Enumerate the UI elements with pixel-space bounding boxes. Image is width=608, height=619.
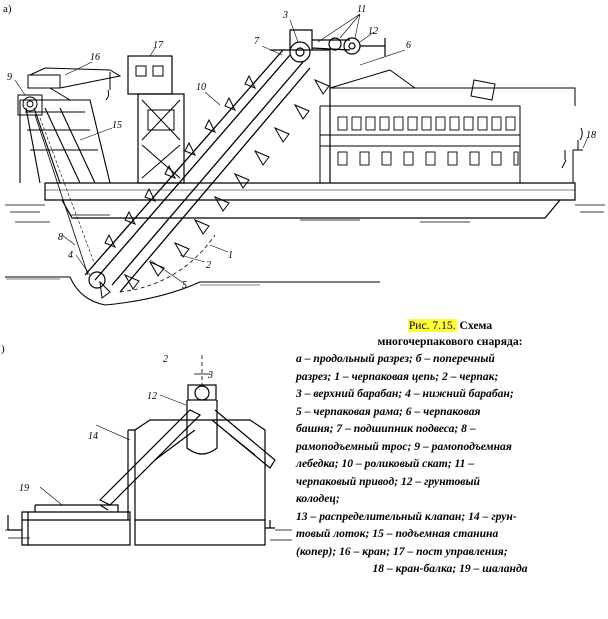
caption-line: башня; 7 – подшипник подвеса; 8 –: [296, 422, 476, 435]
soil-chute: [98, 409, 276, 511]
label-16: 16: [90, 52, 100, 63]
label-8: 8: [58, 232, 63, 243]
lifting-frame: [19, 99, 111, 184]
frame-winch: [17, 94, 43, 116]
caption-line: рамоподъемный трос; 9 – рамоподъемная: [296, 439, 512, 453]
label-15: 15: [112, 120, 122, 131]
caption-title: Рис. 7.15. Схема многочерпакового снаряд…: [296, 318, 604, 350]
bucket-tower: [270, 29, 386, 183]
caption-line: а – продольный разрез; б – поперечный: [296, 352, 495, 365]
label-12: 12: [368, 26, 378, 37]
labels-bottom: 2 3 12 14 19: [19, 354, 213, 494]
caption-line: 3 – верхний барабан; 4 – нижний барабан;: [296, 387, 514, 400]
label-b-14: 14: [88, 431, 98, 442]
crane-beam: [561, 127, 583, 183]
label-2: 2: [206, 260, 211, 271]
cross-section: ): [1, 343, 292, 546]
subfigure-label-b: ): [1, 343, 5, 355]
label-1: 1: [228, 250, 233, 261]
label-b-2: 2: [163, 354, 168, 365]
leader-lines: [14, 13, 589, 285]
caption-line: 18 – кран-балка; 19 – шаланда: [372, 562, 528, 575]
caption-line: колодец;: [296, 492, 340, 505]
bucket-ladder: [84, 49, 311, 293]
label-18: 18: [586, 130, 596, 141]
caption-line: лебедка; 10 – роликовый скат; 11 –: [296, 457, 475, 470]
control-post: [127, 55, 185, 184]
buckets: [99, 74, 330, 299]
caption-title-line2: многочерпакового снаряда:: [377, 335, 523, 348]
label-b-19: 19: [19, 483, 29, 494]
label-5: 5: [182, 280, 187, 291]
leader-lines-bottom: [39, 394, 187, 506]
label-b-3: 3: [207, 370, 213, 381]
subfigure-label-a: а): [3, 3, 12, 15]
caption-line: 13 – распределительный клапан; 14 – грун…: [296, 509, 517, 523]
caption-title-line1: Схема: [459, 319, 493, 332]
deck-house: [319, 69, 576, 183]
label-9: 9: [7, 72, 12, 83]
seabed-line: [5, 276, 380, 306]
label-10: 10: [196, 82, 206, 93]
caption-line: (копер); 16 – кран; 17 – пост управления…: [296, 544, 508, 558]
label-11: 11: [357, 4, 366, 15]
water-surface: [5, 204, 605, 223]
label-3: 3: [282, 10, 288, 21]
dredger-pontoon: [127, 419, 275, 546]
longitudinal-section: а): [3, 3, 605, 306]
figure-number: Рис. 7.15.: [407, 319, 457, 332]
label-6: 6: [406, 40, 411, 51]
label-4: 4: [68, 250, 73, 261]
label-17: 17: [153, 40, 164, 51]
caption-line: 5 – черпаковая рама; 6 – черпаковая: [296, 404, 481, 418]
figure-caption: Рис. 7.15. Схема многочерпакового снаряд…: [296, 318, 604, 578]
soil-well: [186, 355, 218, 455]
hull: [44, 182, 576, 219]
labels-top: 1 2 3 4 5 6 7 8 9 10 11 12 15 16 17 18: [7, 4, 596, 291]
caption-line: товый лоток; 15 – подъемная станина: [296, 527, 499, 540]
label-7: 7: [254, 36, 260, 47]
lower-drum: [88, 271, 106, 289]
lifting-rope: [34, 114, 89, 276]
barge: [7, 504, 131, 546]
caption-line: черпаковый привод; 12 – грунтовый: [296, 474, 480, 488]
crane: [27, 67, 122, 101]
label-b-12: 12: [147, 391, 157, 402]
caption-line: разрез; 1 – черпаковая цепь; 2 – черпак;: [296, 369, 499, 383]
